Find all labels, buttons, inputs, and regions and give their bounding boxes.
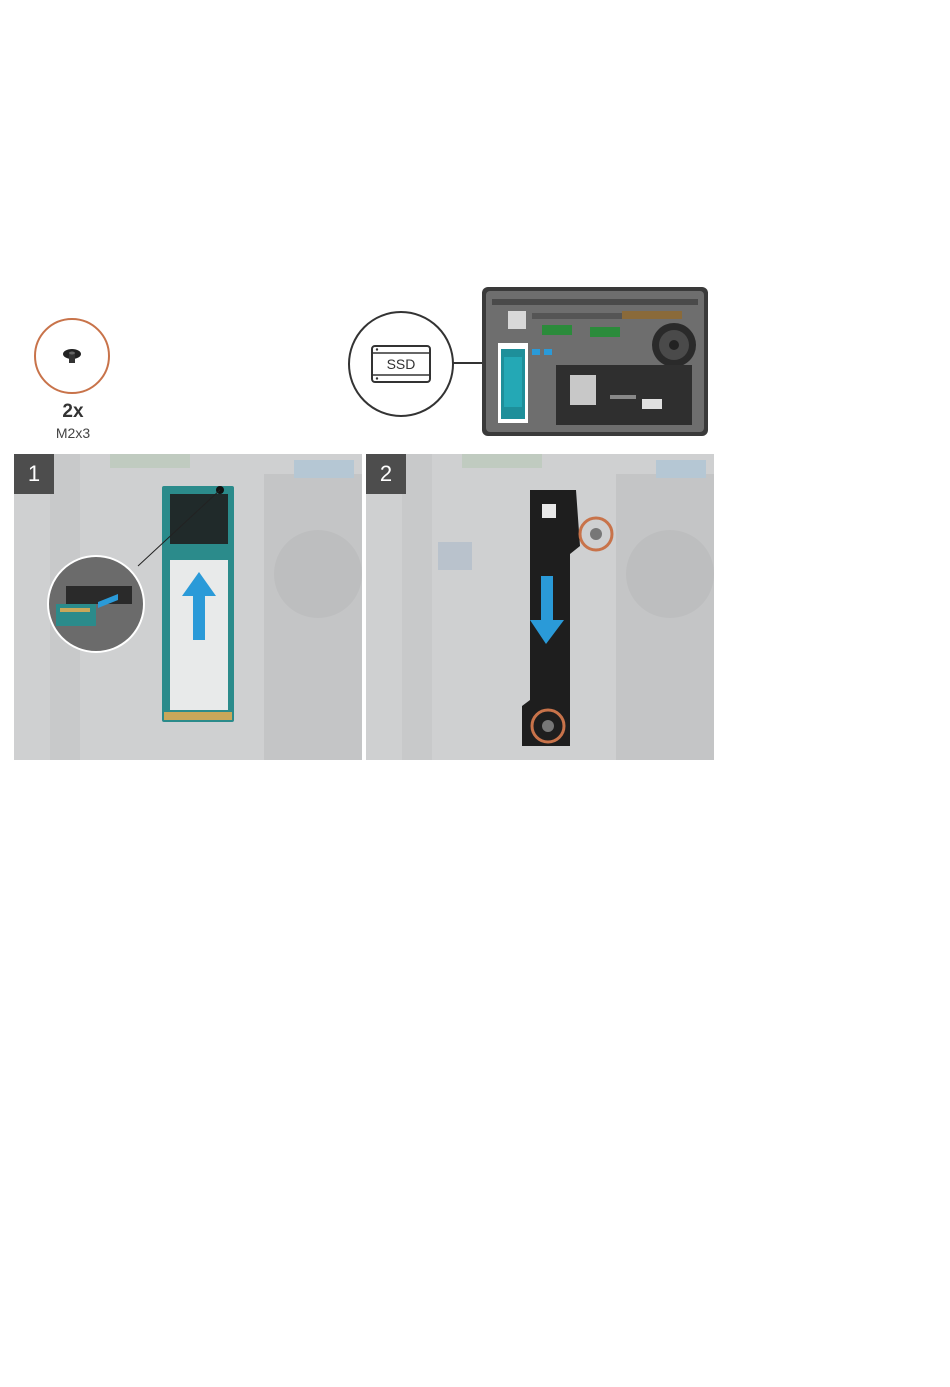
laptop-overview-image [482,287,708,436]
step-2-illustration [366,454,714,760]
ssd-callout: SSD [348,311,454,417]
step-1-panel: 1 [14,454,362,760]
screw-icon-circle [34,318,110,394]
ssd-icon: SSD [350,313,452,415]
step-2-badge: 2 [366,454,406,494]
screw-icon [36,320,108,392]
step-2-panel: 2 [366,454,714,760]
ssd-callout-label: SSD [387,356,416,372]
screw-count: 2x [40,401,106,423]
step-1-badge: 1 [14,454,54,494]
screw-type: M2x3 [40,425,106,441]
step-1-illustration [14,454,362,760]
